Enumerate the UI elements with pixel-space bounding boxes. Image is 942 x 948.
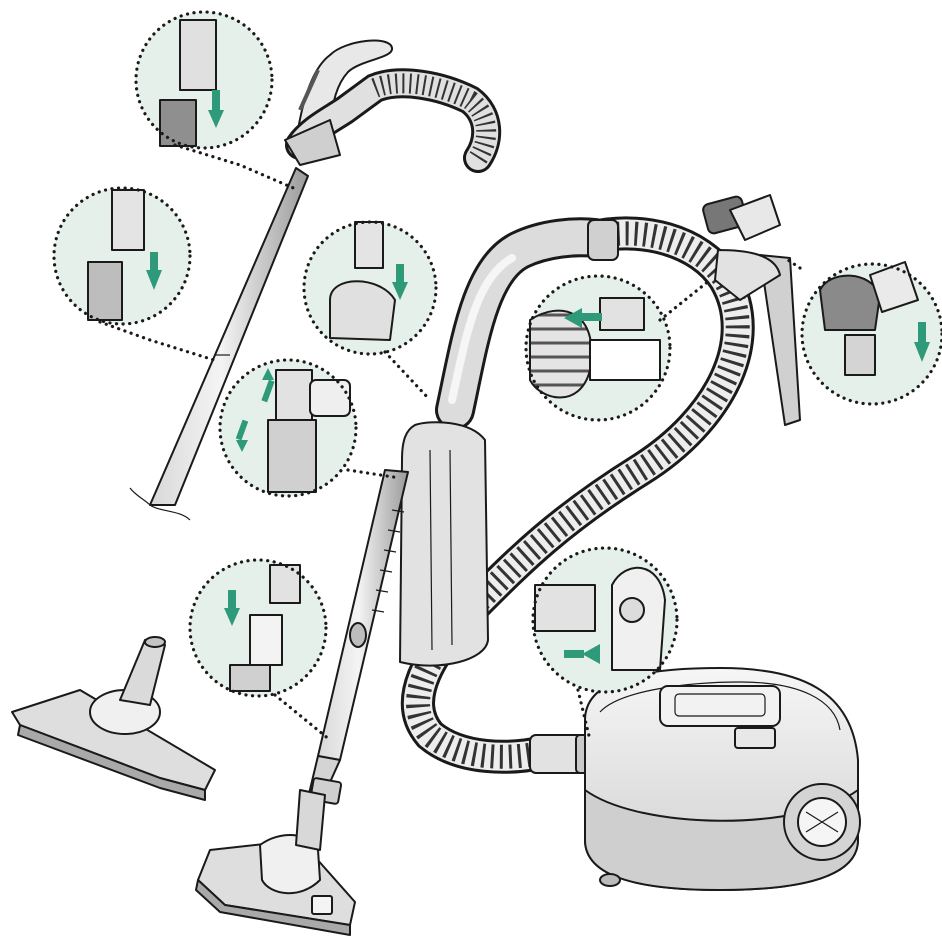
detail-callout: [526, 276, 710, 420]
floor-brush-icon: [196, 790, 355, 935]
detail-callout: [785, 258, 942, 404]
detail-callout: [190, 560, 330, 740]
detail-callout: [220, 360, 400, 496]
detail-callout: [54, 188, 214, 360]
vacuum-body-icon: [585, 668, 860, 890]
parquet-brush-icon: [12, 637, 215, 800]
detail-callout: [136, 12, 298, 190]
